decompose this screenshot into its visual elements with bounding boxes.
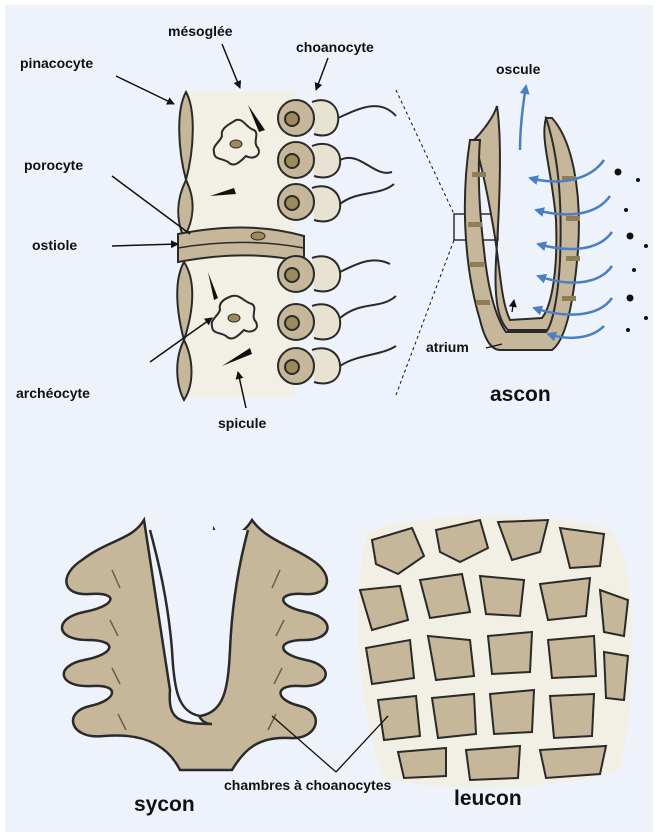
title-ascon: ascon [490, 384, 551, 405]
label-spicule: spicule [218, 416, 266, 430]
label-choanocyte: choanocyte [296, 40, 374, 54]
label-atrium: atrium [426, 340, 469, 354]
label-mesoglee: mésoglée [168, 24, 233, 38]
label-archeocyte: archéocyte [16, 386, 90, 400]
label-ostiole: ostiole [32, 238, 77, 252]
label-oscule: oscule [496, 62, 540, 76]
label-porocyte: porocyte [24, 158, 83, 172]
title-leucon: leucon [454, 788, 522, 809]
leucon-body [358, 516, 632, 788]
title-sycon: sycon [134, 794, 195, 815]
label-pinacocyte: pinacocyte [20, 56, 93, 70]
label-chambres: chambres à choanocytes [224, 778, 391, 792]
